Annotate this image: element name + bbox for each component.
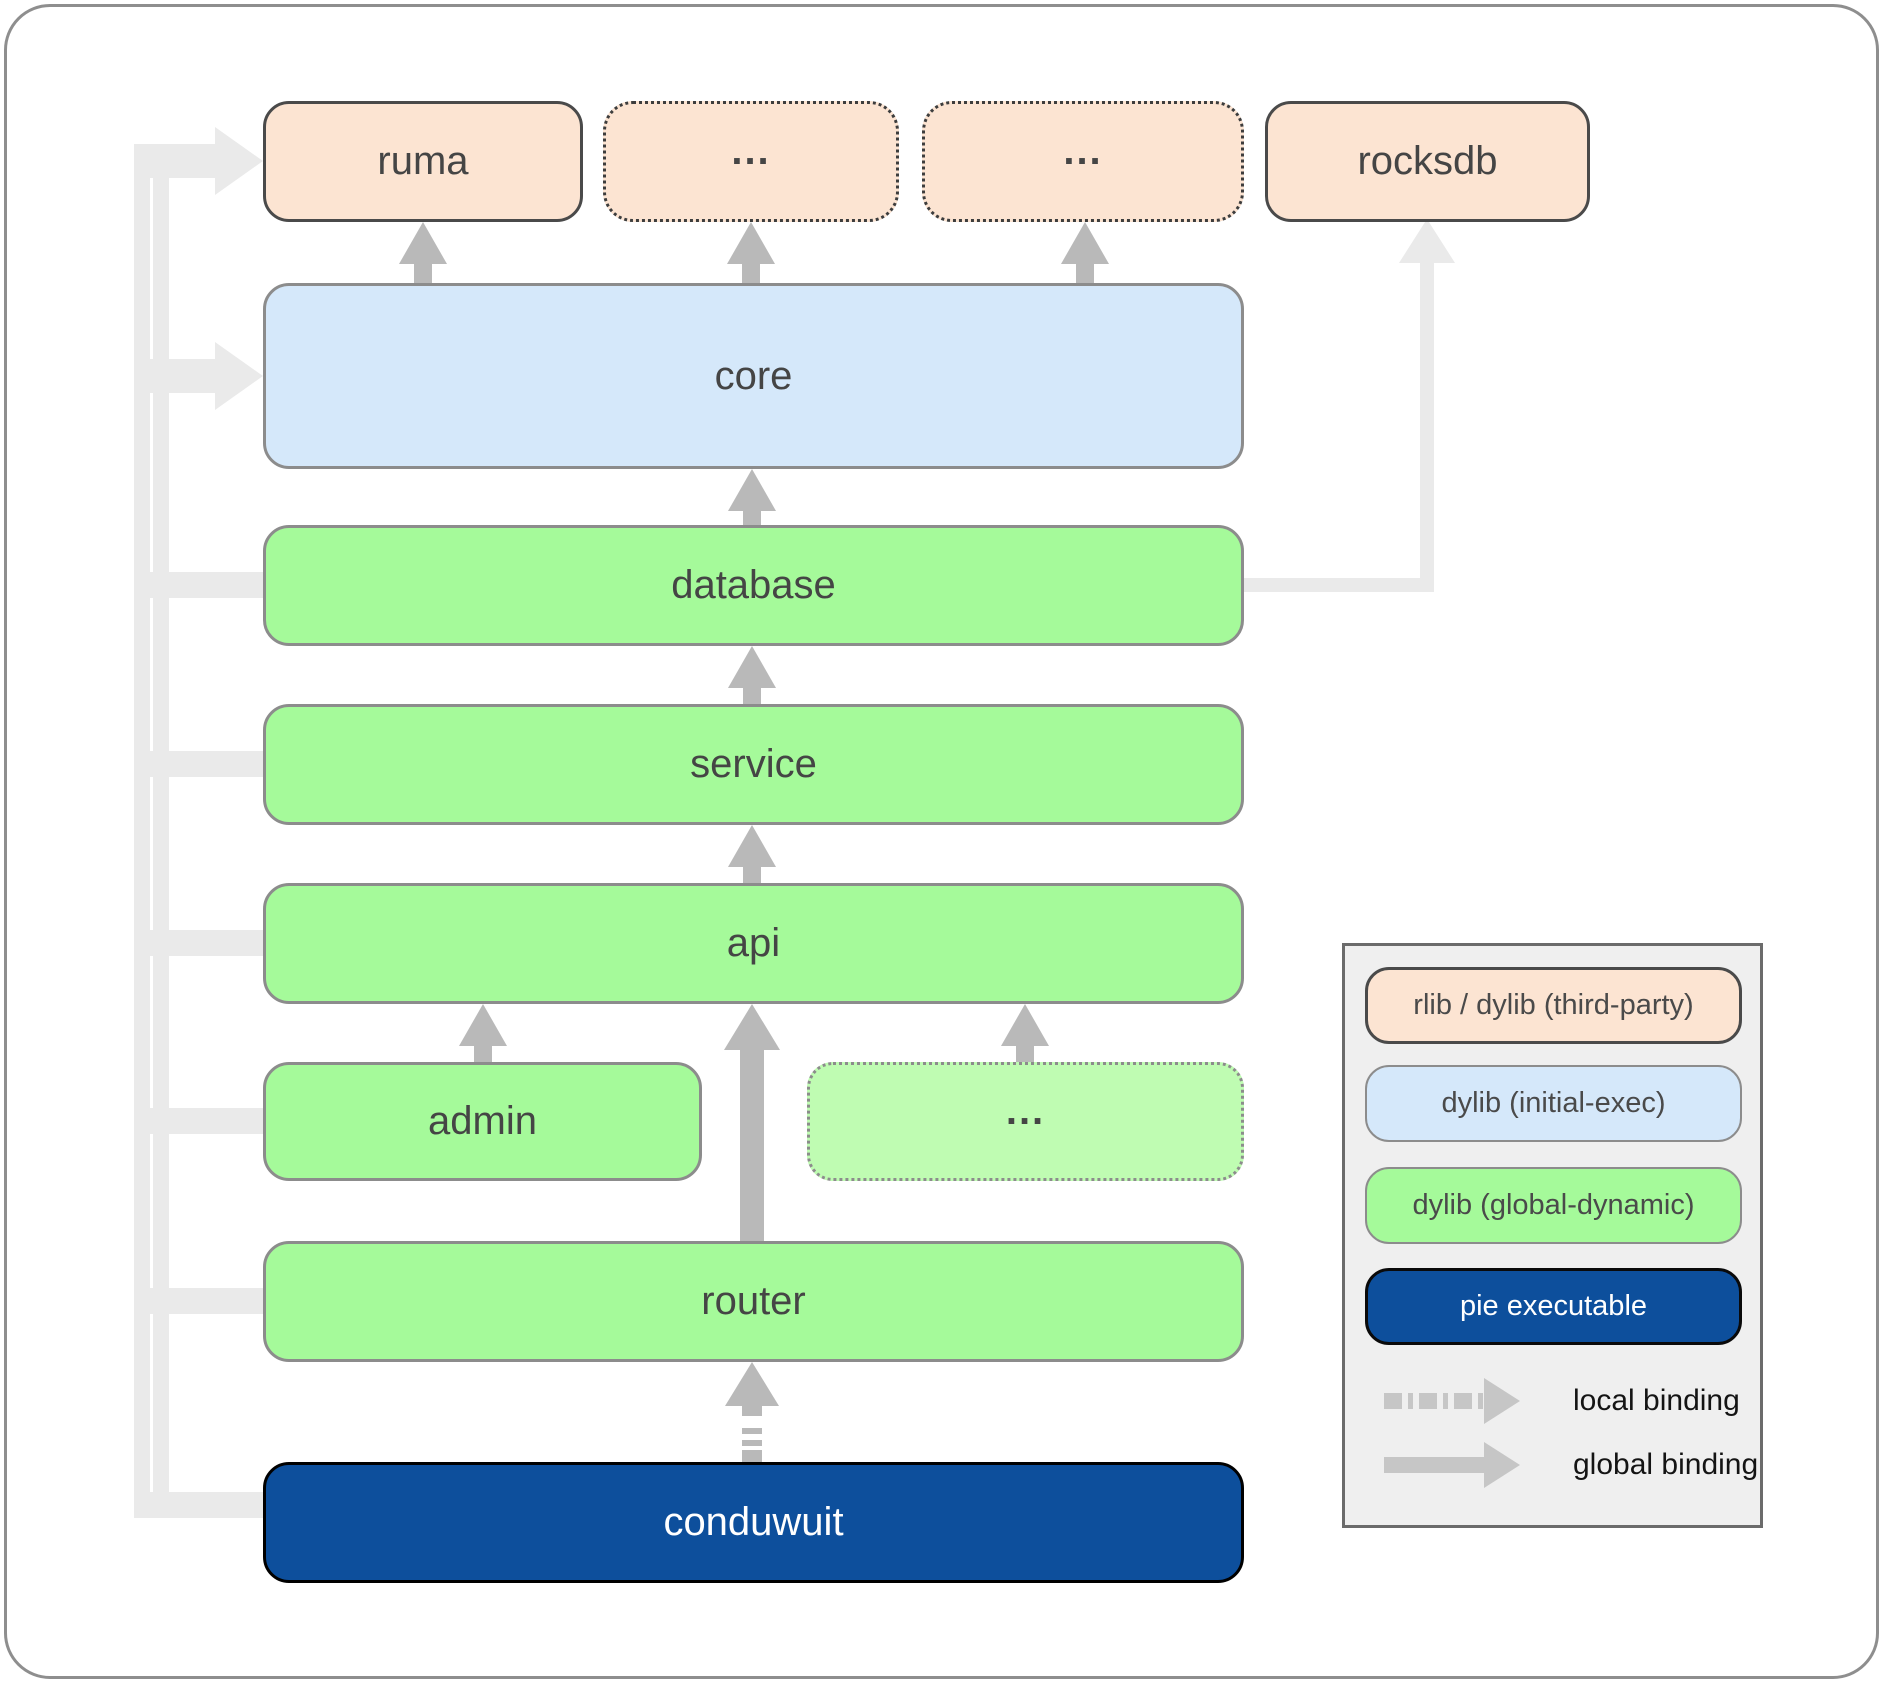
node-more-2-label: ...: [1063, 129, 1103, 173]
node-api: api: [263, 883, 1244, 1004]
legend-swatch-pie-executable: pie executable: [1365, 1268, 1742, 1345]
legend-initial-exec-label: dylib (initial-exec): [1441, 1087, 1666, 1119]
node-api-label: api: [726, 921, 781, 965]
node-third-party-more-2: ...: [922, 101, 1244, 222]
legend-global-binding-label: global binding: [1573, 1448, 1759, 1481]
node-admin: admin: [263, 1062, 702, 1181]
legend-local-binding-label: local binding: [1573, 1384, 1740, 1417]
legend-local-binding-arrow-icon: [1384, 1393, 1484, 1409]
node-admin-label: admin: [428, 1099, 537, 1143]
arrow-admin-to-api: [459, 1004, 507, 1062]
local-arrow-dash-1: [742, 1428, 762, 1434]
node-router: router: [263, 1241, 1244, 1362]
arrow-conduwuit-to-router-local: [725, 1362, 779, 1416]
arrowhead-to-ruma-icon: [215, 127, 263, 195]
bundle-branch-core: [134, 359, 217, 393]
legend-local-binding-arrowhead-icon: [1484, 1378, 1520, 1424]
arrow-more-to-api: [1001, 1004, 1049, 1062]
node-conduwuit: conduwuit: [263, 1462, 1244, 1583]
legend-global-binding-arrow-icon: [1384, 1457, 1484, 1473]
node-core: core: [263, 283, 1244, 469]
node-third-party-more-1: ...: [603, 101, 899, 222]
local-arrow-dash-2: [742, 1440, 762, 1446]
bundle-vertical-line-inner: [153, 166, 169, 1505]
arrowhead-to-core-icon: [215, 342, 263, 410]
legend-global-dynamic-label: dylib (global-dynamic): [1412, 1189, 1695, 1221]
node-api-more: ...: [807, 1062, 1244, 1181]
node-router-label: router: [701, 1279, 806, 1323]
arrow-core-to-more-1: [727, 222, 775, 283]
bundle-branch-admin: [134, 1108, 263, 1134]
bundle-branch-api: [134, 930, 263, 956]
node-more-1-label: ...: [731, 129, 771, 173]
legend-pie-executable-label: pie executable: [1459, 1290, 1648, 1322]
arrow-router-to-api: [724, 1004, 780, 1241]
elbow-database-rocksdb-vertical: [1420, 258, 1434, 592]
node-ruma-label: ruma: [377, 139, 469, 183]
legend-panel: rlib / dylib (third-party) dylib (initia…: [1342, 943, 1763, 1528]
bundle-origin-conduwuit: [134, 1492, 263, 1518]
node-service-label: service: [690, 742, 817, 786]
bundle-branch-service: [134, 751, 263, 777]
node-api-more-label: ...: [1005, 1089, 1046, 1133]
arrowhead-to-rocksdb-icon: [1399, 219, 1455, 263]
arrow-database-to-core: [728, 469, 776, 525]
node-rocksdb: rocksdb: [1265, 101, 1590, 222]
legend-swatch-third-party: rlib / dylib (third-party): [1365, 967, 1742, 1044]
bundle-branch-router: [134, 1288, 263, 1314]
node-database-label: database: [671, 563, 836, 607]
arrow-api-to-service: [728, 825, 776, 883]
bundle-branch-database: [134, 572, 263, 598]
legend-global-binding-arrowhead-icon: [1484, 1442, 1520, 1488]
node-rocksdb-label: rocksdb: [1357, 139, 1498, 183]
arrow-core-to-more-2: [1061, 222, 1109, 283]
arrow-core-to-ruma: [399, 222, 447, 283]
node-ruma: ruma: [263, 101, 583, 222]
local-arrow-dash-3: [742, 1450, 762, 1462]
arrow-service-to-database: [728, 646, 776, 704]
node-core-label: core: [714, 353, 793, 398]
legend-swatch-initial-exec: dylib (initial-exec): [1365, 1065, 1742, 1142]
bundle-vertical-line-outer: [134, 152, 150, 1518]
node-database: database: [263, 525, 1244, 646]
node-service: service: [263, 704, 1244, 825]
node-conduwuit-label: conduwuit: [663, 1500, 844, 1544]
legend-swatch-global-dynamic: dylib (global-dynamic): [1365, 1167, 1742, 1244]
bundle-branch-ruma: [134, 144, 217, 178]
legend-third-party-label: rlib / dylib (third-party): [1413, 989, 1694, 1021]
elbow-database-rocksdb-horizontal: [1244, 578, 1434, 592]
